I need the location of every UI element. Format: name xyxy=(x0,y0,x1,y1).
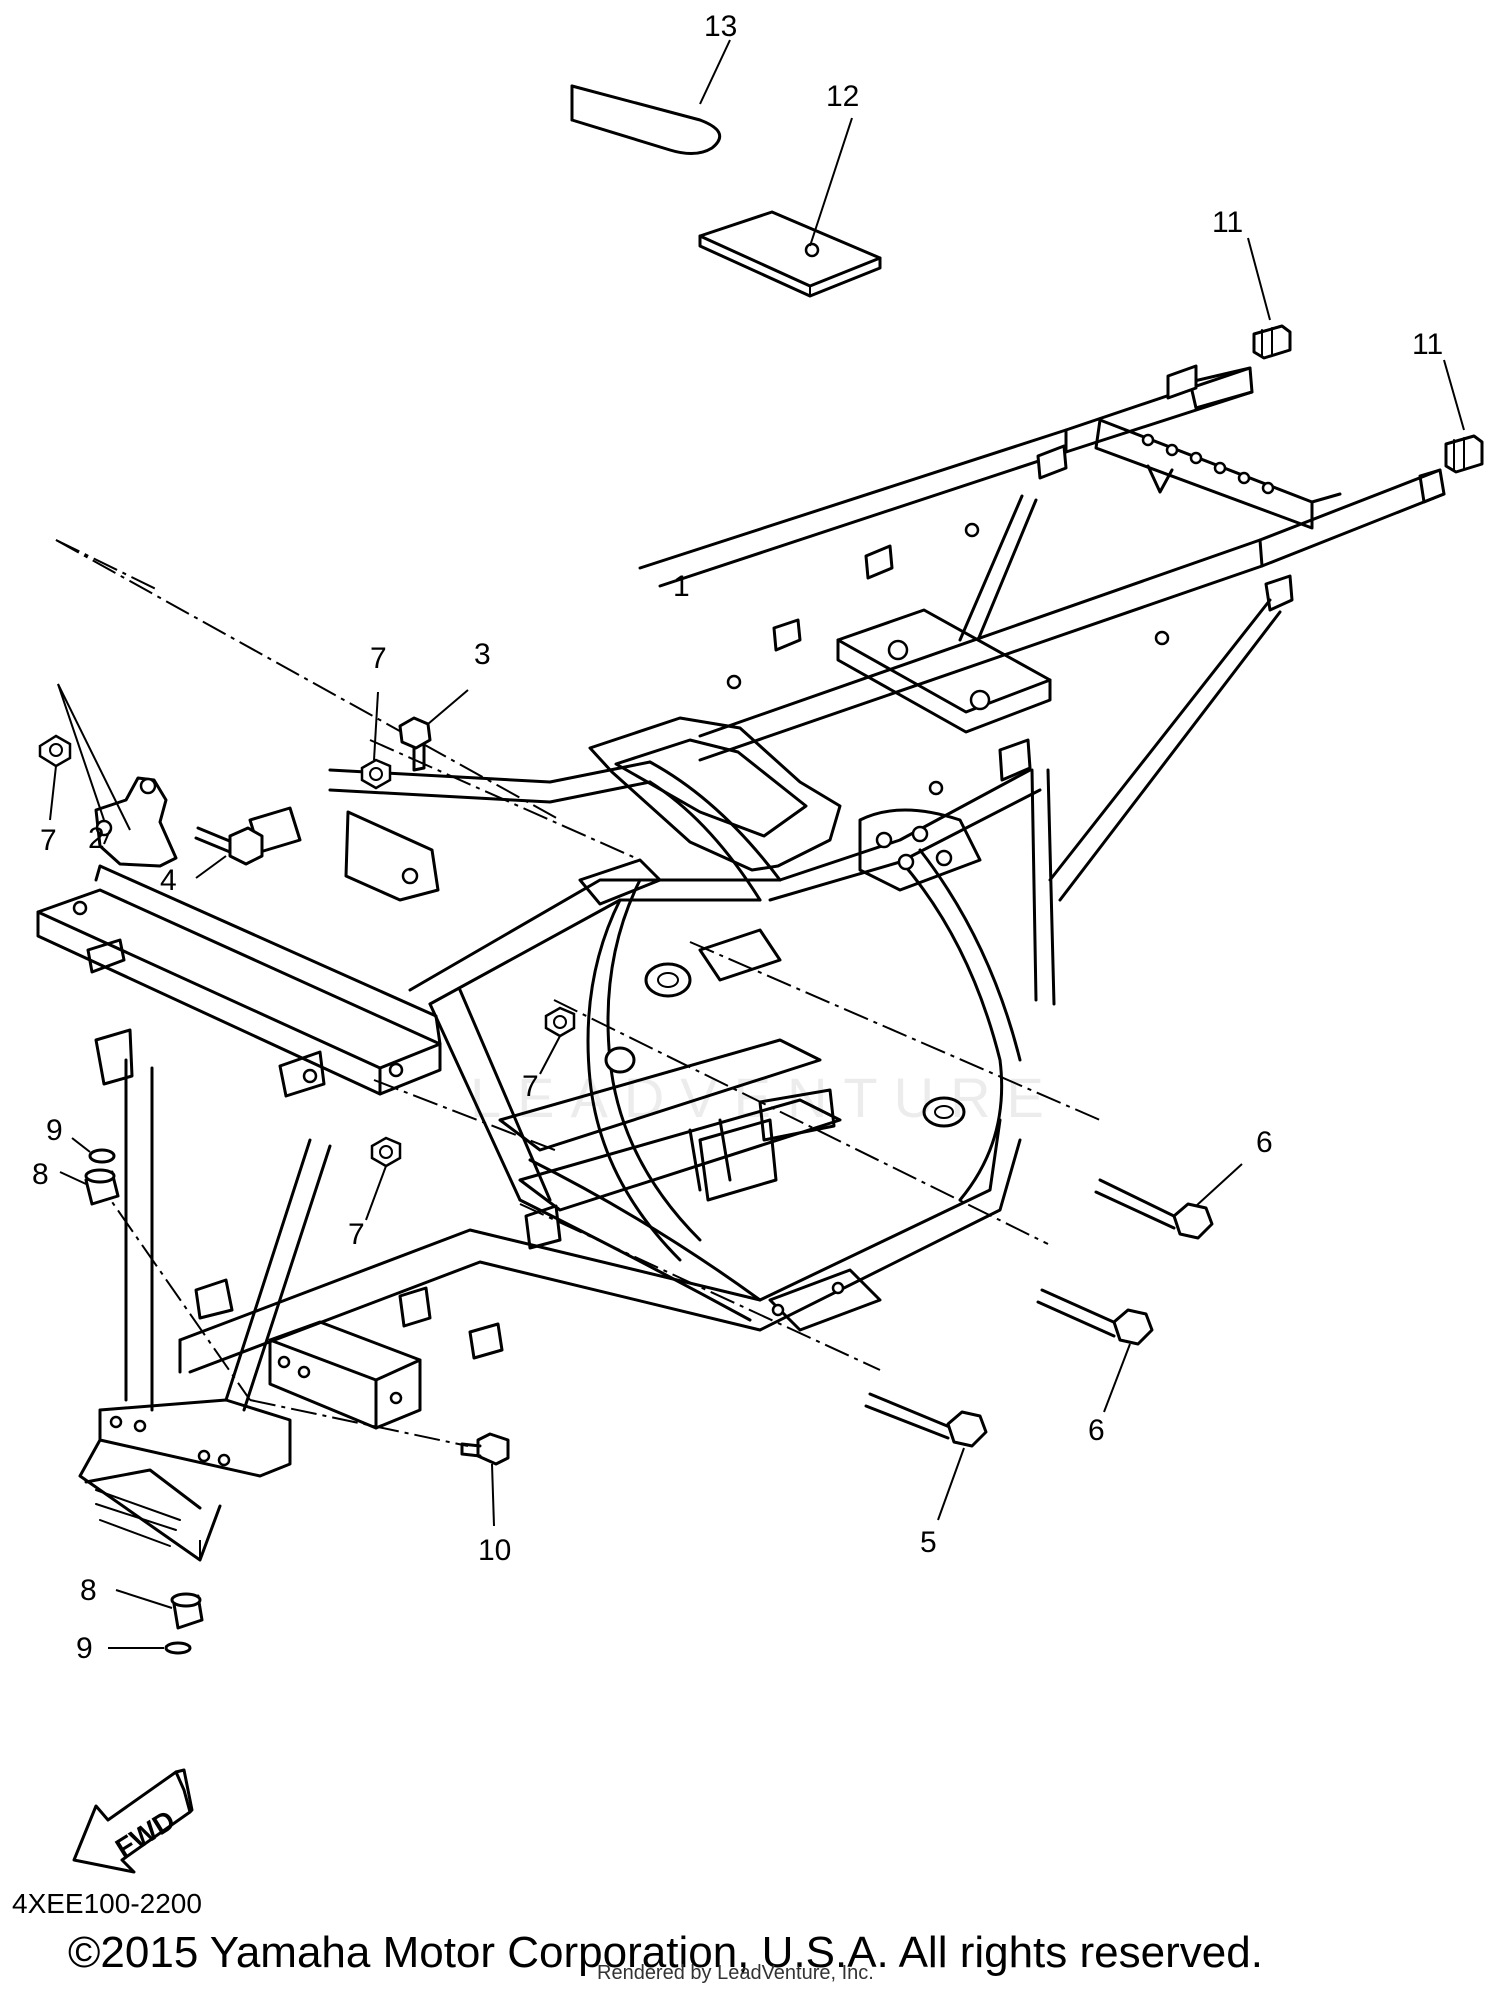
part-7-nut-c xyxy=(539,1006,576,1075)
fwd-direction-arrow: FWD xyxy=(72,1768,194,1874)
arrow-icon xyxy=(72,1770,192,1874)
callout-7-c: 7 xyxy=(522,1070,539,1103)
assembly-center-lines xyxy=(55,539,1101,1560)
part-12-plate xyxy=(698,117,882,298)
callout-5: 5 xyxy=(920,1526,937,1559)
callout-3: 3 xyxy=(474,638,491,671)
part-8-damper-lower xyxy=(115,1589,204,1630)
part-3-bolt xyxy=(398,689,469,772)
part-1-main-frame xyxy=(36,364,1446,1562)
part-7-nut-a xyxy=(38,734,72,821)
callout-10: 10 xyxy=(478,1534,511,1567)
callout-1: 1 xyxy=(673,570,690,603)
callout-8-upper: 8 xyxy=(32,1158,49,1191)
callout-13: 13 xyxy=(704,10,737,43)
callout-6-upper: 6 xyxy=(1256,1126,1273,1159)
callout-11-left: 11 xyxy=(1212,206,1243,239)
callout-11-right: 11 xyxy=(1412,328,1443,361)
part-13-tape xyxy=(570,39,731,155)
part-10-bolt xyxy=(460,1432,510,1527)
callout-12: 12 xyxy=(826,80,859,113)
callout-4: 4 xyxy=(160,864,177,897)
part-6-bolt-lower xyxy=(1036,1288,1154,1413)
callout-7-d: 7 xyxy=(348,1218,365,1251)
part-2-bracket xyxy=(57,683,178,868)
callout-7-b: 7 xyxy=(370,642,387,675)
part-7-nut-d xyxy=(365,1136,402,1221)
part-11-cap-left xyxy=(1247,237,1292,360)
part-9-o-ring-lower xyxy=(108,1641,192,1655)
diagram-reference-code: 4XEE100-2200 xyxy=(12,1888,202,1919)
copyright-notice: ©2015 Yamaha Motor Corporation, U.S.A. A… xyxy=(68,1928,1263,1977)
part-8-damper-upper xyxy=(59,1168,120,1206)
part-9-o-ring-upper xyxy=(71,1137,116,1164)
rendered-by-credit: Rendered by LeadVenture, Inc. xyxy=(597,1962,874,1984)
callout-7-a: 7 xyxy=(40,824,57,857)
callout-8-lower: 8 xyxy=(80,1574,97,1607)
part-6-bolt-upper xyxy=(1094,1163,1243,1240)
callout-numbers: 1 2 3 4 5 6 6 7 7 7 7 8 8 9 9 10 11 11 1… xyxy=(32,10,1443,1665)
part-4-bolt xyxy=(194,826,264,879)
callout-9-upper: 9 xyxy=(46,1114,63,1147)
watermark: LEADVENTURE xyxy=(470,1066,1060,1129)
part-11-cap-right xyxy=(1443,359,1484,474)
part-5-bolt xyxy=(864,1392,988,1521)
part-7-nut-b xyxy=(360,691,392,790)
callout-6-lower: 6 xyxy=(1088,1414,1105,1447)
callout-2: 2 xyxy=(88,822,105,855)
callout-9-lower: 9 xyxy=(76,1632,93,1665)
